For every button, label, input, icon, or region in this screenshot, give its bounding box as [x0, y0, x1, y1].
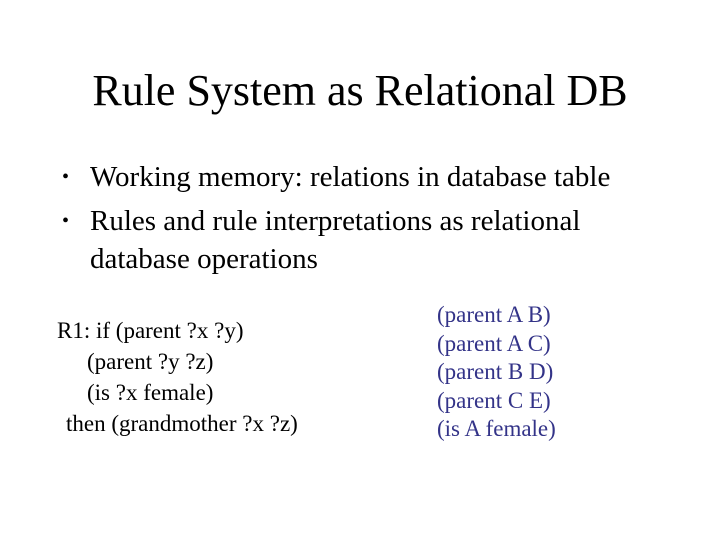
fact-line: (parent A C): [437, 330, 551, 356]
bullet-icon: •: [62, 210, 70, 232]
rule-line: R1: if (parent ?x ?y): [57, 318, 244, 343]
facts-list: (parent A B) (parent A C) (parent B D) (…: [437, 301, 556, 444]
rule-line: (is ?x female): [87, 380, 214, 405]
fact-line: (is A female): [437, 416, 556, 441]
rule-line: then (grandmother ?x ?z): [66, 411, 298, 436]
bullet-item: • Rules and rule interpretations as rela…: [62, 202, 674, 278]
bullet-text: Working memory: relations in database ta…: [90, 161, 611, 193]
rule-line: (parent ?y ?z): [87, 349, 214, 374]
fact-line: (parent A B): [437, 302, 551, 327]
fact-line: (parent B D): [437, 359, 554, 384]
fact-line: (parent C E): [437, 387, 551, 413]
bullet-text: Rules and rule interpretations as relati…: [90, 205, 581, 275]
rule-definition: R1: if (parent ?x ?y) (parent ?y ?z) (is…: [57, 315, 298, 439]
bullet-item: • Working memory: relations in database …: [62, 158, 674, 196]
bullet-icon: •: [62, 166, 70, 188]
slide-title: Rule System as Relational DB: [92, 66, 628, 115]
bullet-list: • Working memory: relations in database …: [62, 158, 674, 284]
